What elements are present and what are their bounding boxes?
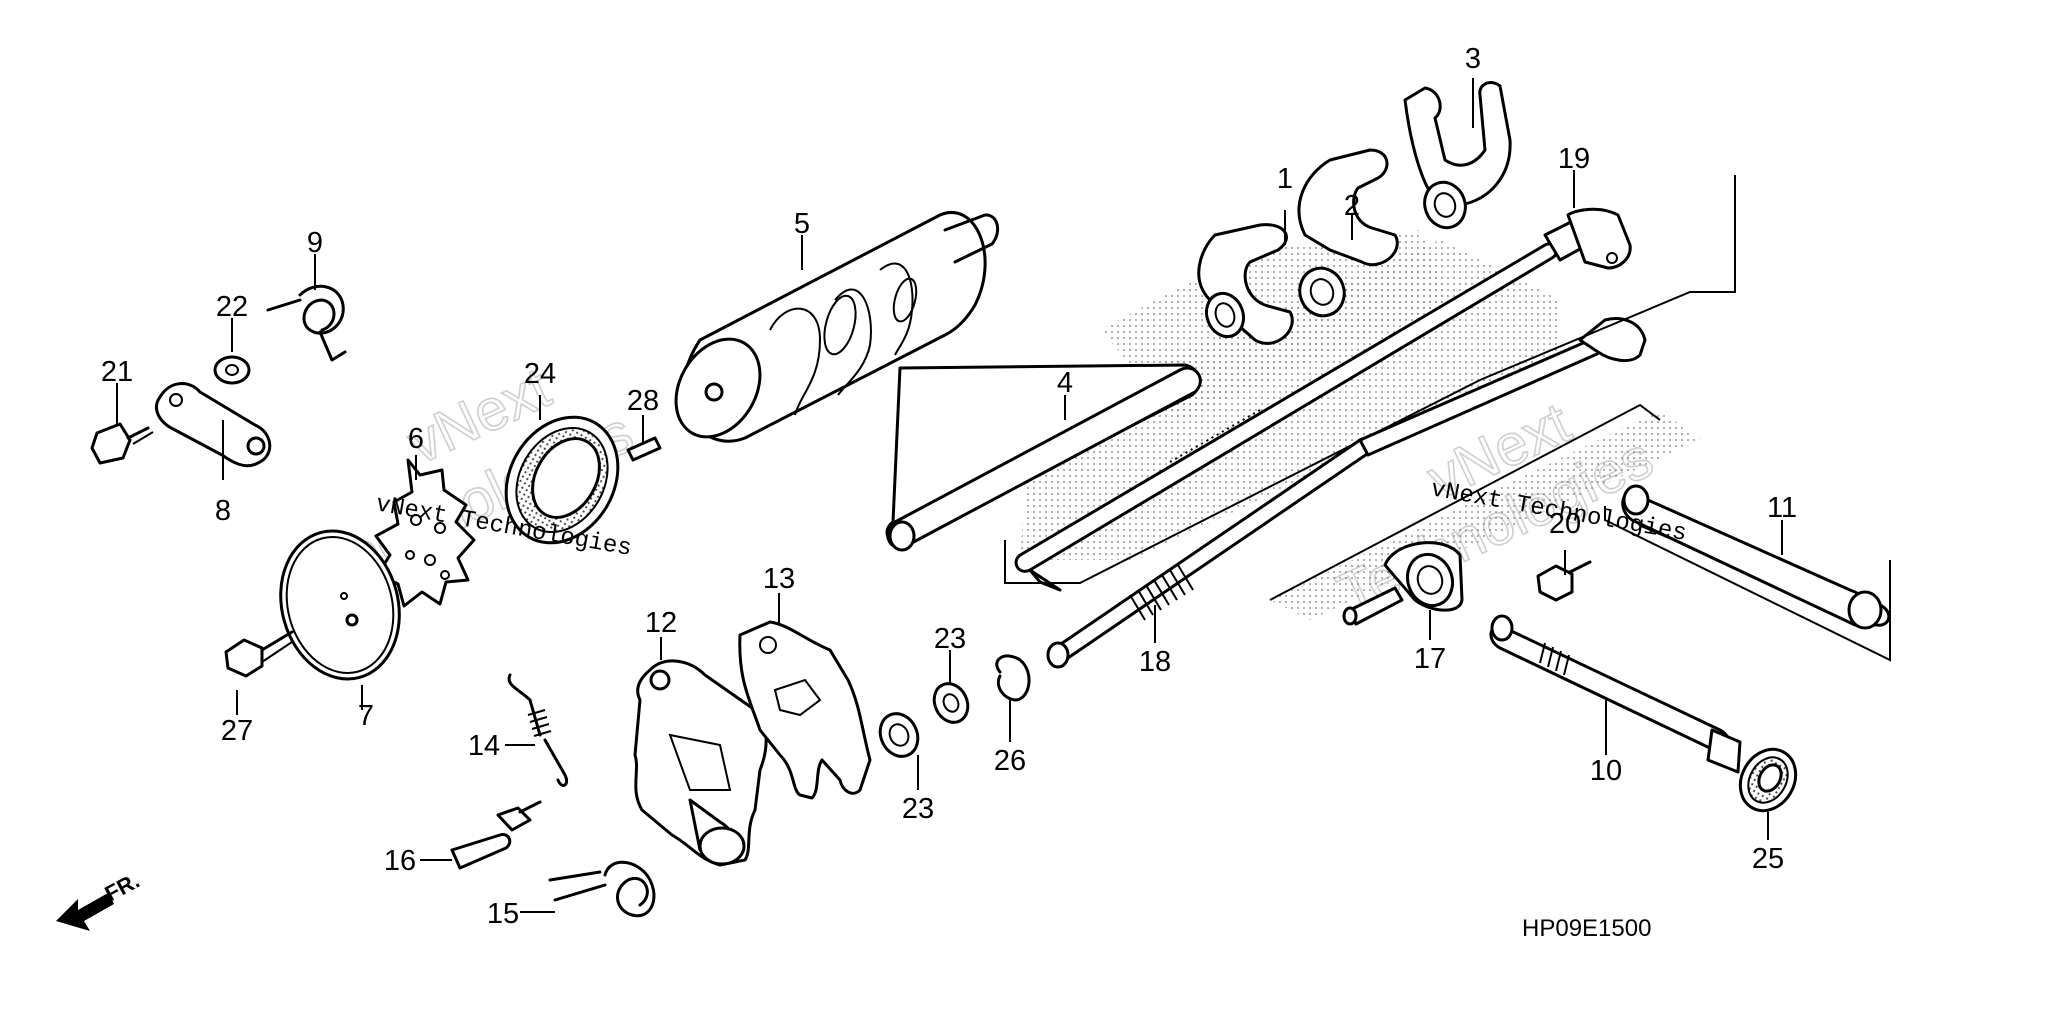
spring-9	[266, 284, 347, 362]
shift-shaft-19	[1014, 207, 1632, 592]
shaft-10	[1489, 614, 1742, 774]
callout-28: 28	[627, 385, 659, 417]
shift-arm-13	[738, 620, 872, 800]
callout-14: 14	[468, 730, 500, 762]
diagram-code: HP09E1500	[1522, 915, 1651, 942]
spring-15	[548, 860, 656, 918]
callout-8: 8	[215, 495, 231, 527]
shift-fork-1	[1197, 223, 1294, 345]
callout-13: 13	[763, 563, 795, 595]
shift-fork-shaft-4	[885, 363, 1202, 552]
shift-joint-17	[1342, 541, 1464, 626]
callout-12: 12	[645, 607, 677, 639]
shift-drum-5	[674, 211, 1000, 443]
callout-10: 10	[1590, 755, 1622, 787]
bolt-27	[224, 630, 294, 678]
stopper-plate-8	[155, 382, 272, 468]
star-plate-6	[374, 458, 476, 608]
callout-15: 15	[487, 898, 519, 930]
bolt-21	[90, 422, 154, 465]
washer-23-lower	[878, 712, 920, 758]
callout-11: 11	[1767, 492, 1797, 524]
shift-fork-2	[1297, 148, 1399, 318]
callout-1: 1	[1277, 163, 1293, 195]
stud-16	[450, 800, 542, 870]
spring-14	[507, 673, 569, 787]
callout-3: 3	[1465, 43, 1481, 75]
cover-12	[633, 659, 768, 867]
pin-28	[626, 436, 662, 462]
callout-16: 16	[384, 845, 416, 877]
callout-9: 9	[307, 227, 323, 259]
cover-plate-7	[279, 529, 401, 681]
shift-fork-3	[1403, 81, 1512, 230]
callout-5: 5	[794, 208, 810, 240]
callout-17: 17	[1414, 643, 1446, 675]
callout-23-upper: 23	[934, 623, 966, 655]
leader-lines	[116, 78, 1783, 913]
bearing-25	[1738, 747, 1798, 813]
callout-19: 19	[1558, 143, 1590, 175]
callout-22: 22	[216, 291, 248, 323]
callout-27: 27	[221, 715, 253, 747]
circlip-26	[995, 654, 1031, 702]
sleeve-11	[1621, 484, 1891, 630]
callout-4: 4	[1057, 367, 1073, 399]
washer-22	[213, 355, 251, 385]
bearing-24	[504, 415, 620, 545]
callout-2: 2	[1344, 190, 1360, 222]
callout-26: 26	[994, 745, 1026, 777]
washer-23-upper	[932, 682, 970, 724]
callout-25: 25	[1752, 843, 1784, 875]
bracket-lines	[1004, 175, 1891, 662]
callout-21: 21	[101, 356, 133, 388]
callout-23-lower: 23	[902, 793, 934, 825]
callout-6: 6	[408, 423, 424, 455]
callouts: 1 2 3 4 5 6 7 8 9 10 11 12 13 14 15 16 1…	[101, 43, 1797, 930]
front-direction-arrow: FR.	[56, 868, 144, 931]
bolt-20	[1536, 560, 1592, 602]
callout-7: 7	[358, 700, 374, 732]
callout-20: 20	[1549, 508, 1581, 540]
callout-24: 24	[524, 358, 556, 390]
callout-18: 18	[1139, 646, 1171, 678]
